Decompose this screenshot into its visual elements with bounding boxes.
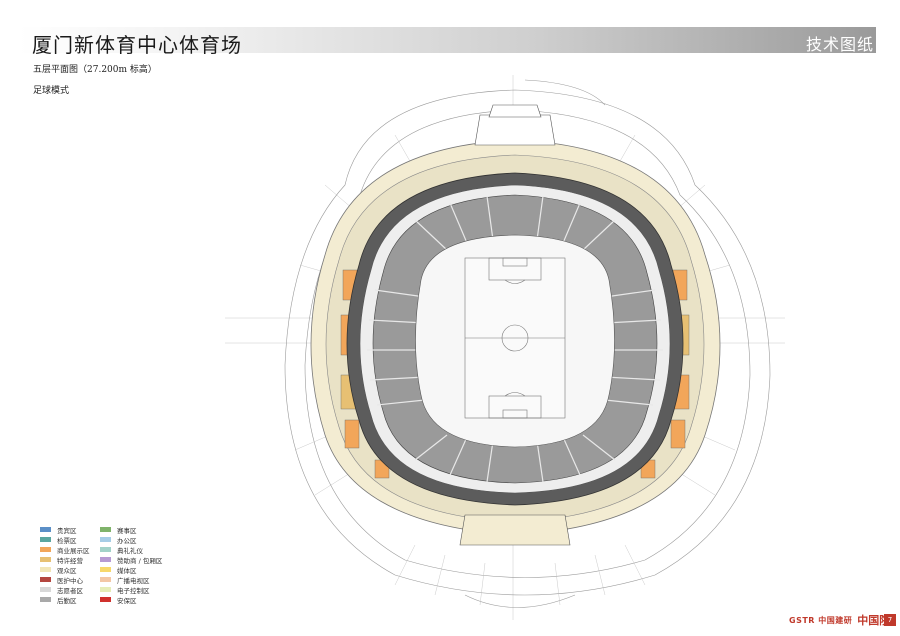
drawing-subtitle: 五层平面图（27.200m 标高）	[33, 65, 157, 75]
legend-item: 广播电视区	[100, 575, 150, 585]
legend-item: 媒体区	[100, 565, 137, 575]
legend-swatch	[40, 577, 51, 582]
legend-swatch	[100, 597, 111, 602]
legend-label: 后勤区	[57, 596, 77, 605]
page-title: 厦门新体育中心体育场	[32, 33, 242, 57]
legend-item: 赞助商 / 包厢区	[100, 555, 163, 565]
legend-label: 赛事区	[117, 526, 137, 535]
legend-label: 电子控制区	[117, 586, 150, 595]
drawing-mode: 足球模式	[33, 86, 70, 96]
legend-item: 商业展示区	[40, 545, 90, 555]
legend-swatch	[40, 527, 51, 532]
legend-swatch	[40, 547, 51, 552]
legend-swatch	[100, 567, 111, 572]
legend-item: 志愿者区	[40, 585, 83, 595]
stadium-floor-plan	[225, 75, 785, 620]
legend-swatch	[100, 587, 111, 592]
legend-swatch	[40, 557, 51, 562]
legend-item: 贵宾区	[40, 525, 77, 535]
legend-label: 商业展示区	[57, 546, 90, 555]
legend-item: 观众区	[40, 565, 77, 575]
legend-item: 特许经营	[40, 555, 83, 565]
legend-label: 安保区	[117, 596, 137, 605]
legend-label: 志愿者区	[57, 586, 83, 595]
legend-item: 检票区	[40, 535, 77, 545]
page-number: 7	[884, 614, 896, 626]
legend-swatch	[100, 547, 111, 552]
cadg-logo: 中国院	[857, 614, 891, 627]
seating-aisles	[367, 195, 663, 483]
gstr-logo: GSTR 中国建研	[789, 615, 853, 625]
footer-logos: GSTR 中国建研 中国院	[789, 613, 890, 627]
legend: 贵宾区 检票区 商业展示区 特许经营 观众区 医护中心 志愿者区 后勤区 赛事区…	[40, 525, 210, 605]
legend-swatch	[40, 567, 51, 572]
legend-swatch	[100, 527, 111, 532]
legend-label: 赞助商 / 包厢区	[117, 556, 163, 565]
podium-outline	[284, 79, 771, 608]
legend-label: 广播电视区	[117, 576, 150, 585]
legend-label: 媒体区	[117, 566, 137, 575]
legend-swatch	[100, 577, 111, 582]
legend-item: 办公区	[100, 535, 137, 545]
legend-label: 特许经营	[57, 556, 83, 565]
legend-label: 检票区	[57, 536, 77, 545]
legend-swatch	[40, 537, 51, 542]
legend-item: 电子控制区	[100, 585, 150, 595]
legend-label: 典礼礼仪	[117, 546, 143, 555]
entrance-structures	[459, 104, 571, 546]
legend-swatch	[40, 587, 51, 592]
legend-item: 后勤区	[40, 595, 77, 605]
header-bar	[18, 27, 876, 53]
legend-label: 观众区	[57, 566, 77, 575]
football-pitch	[464, 257, 566, 419]
legend-item: 安保区	[100, 595, 137, 605]
legend-item: 典礼礼仪	[100, 545, 143, 555]
legend-swatch	[40, 597, 51, 602]
legend-label: 贵宾区	[57, 526, 77, 535]
legend-item: 医护中心	[40, 575, 83, 585]
legend-item: 赛事区	[100, 525, 137, 535]
legend-swatch	[100, 557, 111, 562]
section-label: 技术图纸	[805, 35, 874, 54]
legend-swatch	[100, 537, 111, 542]
legend-label: 医护中心	[57, 576, 83, 585]
legend-label: 办公区	[117, 536, 137, 545]
